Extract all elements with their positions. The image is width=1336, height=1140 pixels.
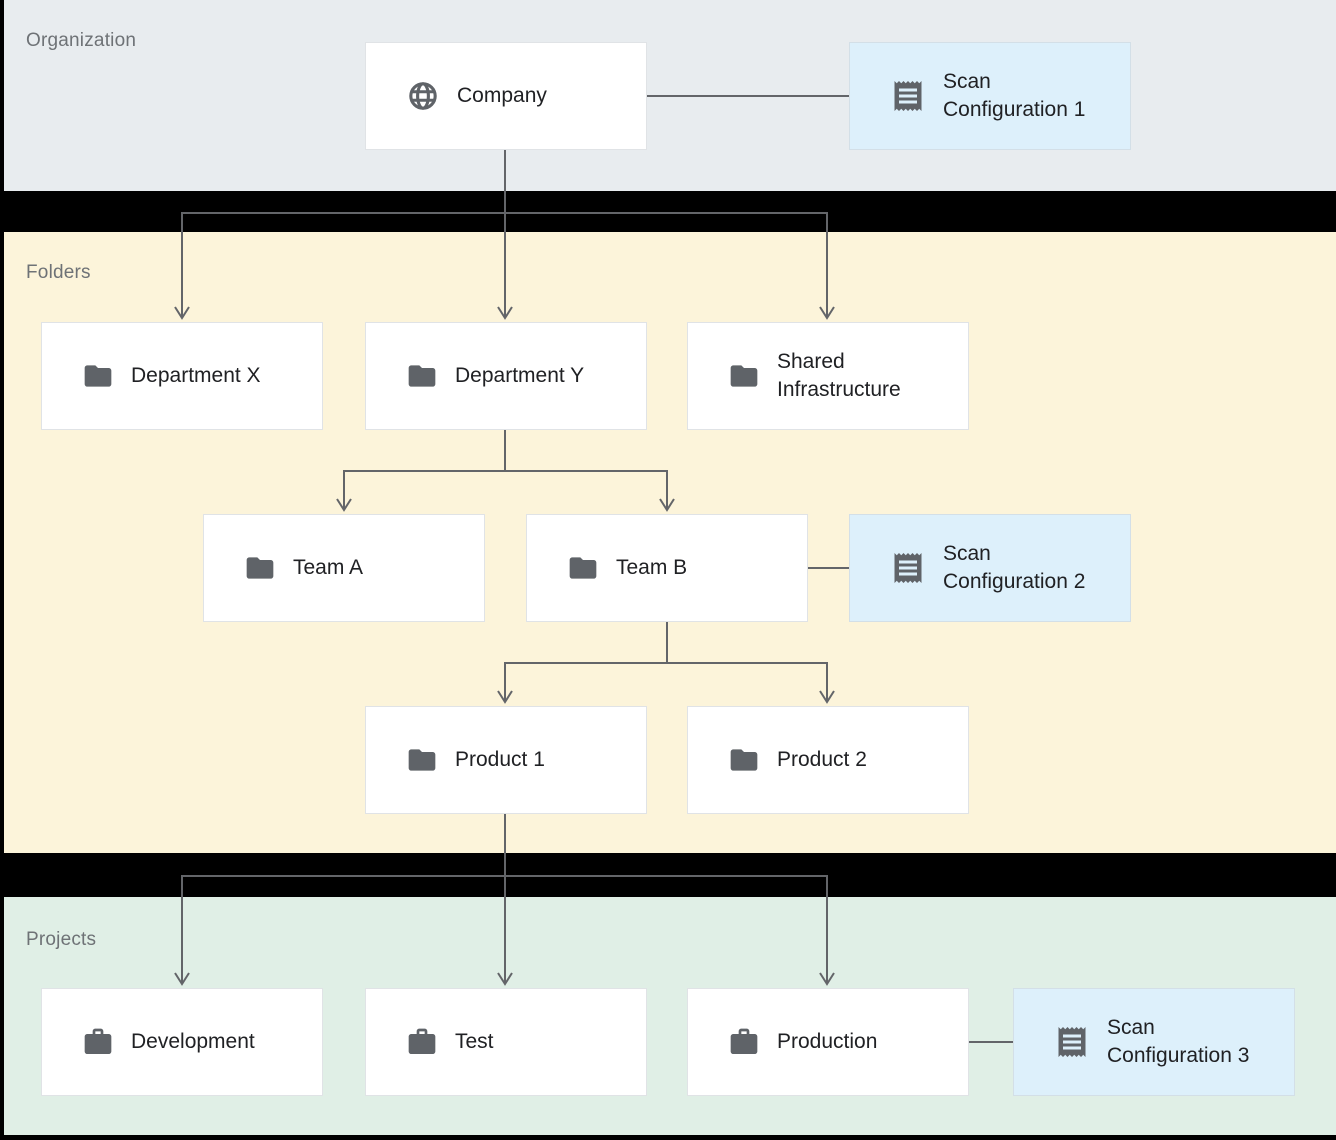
node-test: Test <box>365 988 647 1096</box>
folder-icon <box>244 552 276 584</box>
organization-band <box>4 0 1336 191</box>
briefcase-icon <box>406 1026 438 1058</box>
folders-section-label: Folders <box>26 262 91 283</box>
node-product-2: Product 2 <box>687 706 969 814</box>
node-label: Test <box>455 1030 494 1053</box>
node-development: Development <box>41 988 323 1096</box>
node-label: Shared Infrastructure <box>777 350 901 401</box>
receipt-icon <box>890 550 926 586</box>
projects-section-label: Projects <box>26 929 97 950</box>
node-product-1: Product 1 <box>365 706 647 814</box>
node-label: Development <box>131 1030 255 1053</box>
node-scan-configuration-2: Scan Configuration 2 <box>849 514 1131 622</box>
node-label: Department X <box>131 364 261 387</box>
folder-icon <box>728 744 760 776</box>
node-label: Team B <box>616 556 688 579</box>
briefcase-icon <box>82 1026 114 1058</box>
node-label: Scan Configuration 1 <box>943 70 1086 121</box>
node-label: Product 2 <box>777 748 867 771</box>
node-production: Production <box>687 988 969 1096</box>
folder-icon <box>406 360 438 392</box>
folder-icon <box>567 552 599 584</box>
folder-icon <box>406 744 438 776</box>
folder-icon <box>82 360 114 392</box>
node-scan-configuration-3: Scan Configuration 3 <box>1013 988 1295 1096</box>
node-label: Team A <box>293 556 364 579</box>
node-label: Company <box>457 84 547 107</box>
receipt-icon <box>890 78 926 114</box>
node-label: Production <box>777 1030 878 1053</box>
node-team-a: Team A <box>203 514 485 622</box>
organization-section-label: Organization <box>26 30 137 51</box>
node-shared-infrastructure: Shared Infrastructure <box>687 322 969 430</box>
folder-icon <box>728 360 760 392</box>
node-team-b: Team B <box>526 514 808 622</box>
globe-icon <box>406 79 440 113</box>
node-company: Company <box>365 42 647 150</box>
node-department-y: Department Y <box>365 322 647 430</box>
node-label: Department Y <box>455 364 585 387</box>
node-label: Product 1 <box>455 748 545 771</box>
briefcase-icon <box>728 1026 760 1058</box>
node-scan-configuration-1: Scan Configuration 1 <box>849 42 1131 150</box>
node-department-x: Department X <box>41 322 323 430</box>
node-label: Scan Configuration 3 <box>1107 1016 1250 1067</box>
receipt-icon <box>1054 1024 1090 1060</box>
node-label: Scan Configuration 2 <box>943 542 1086 593</box>
